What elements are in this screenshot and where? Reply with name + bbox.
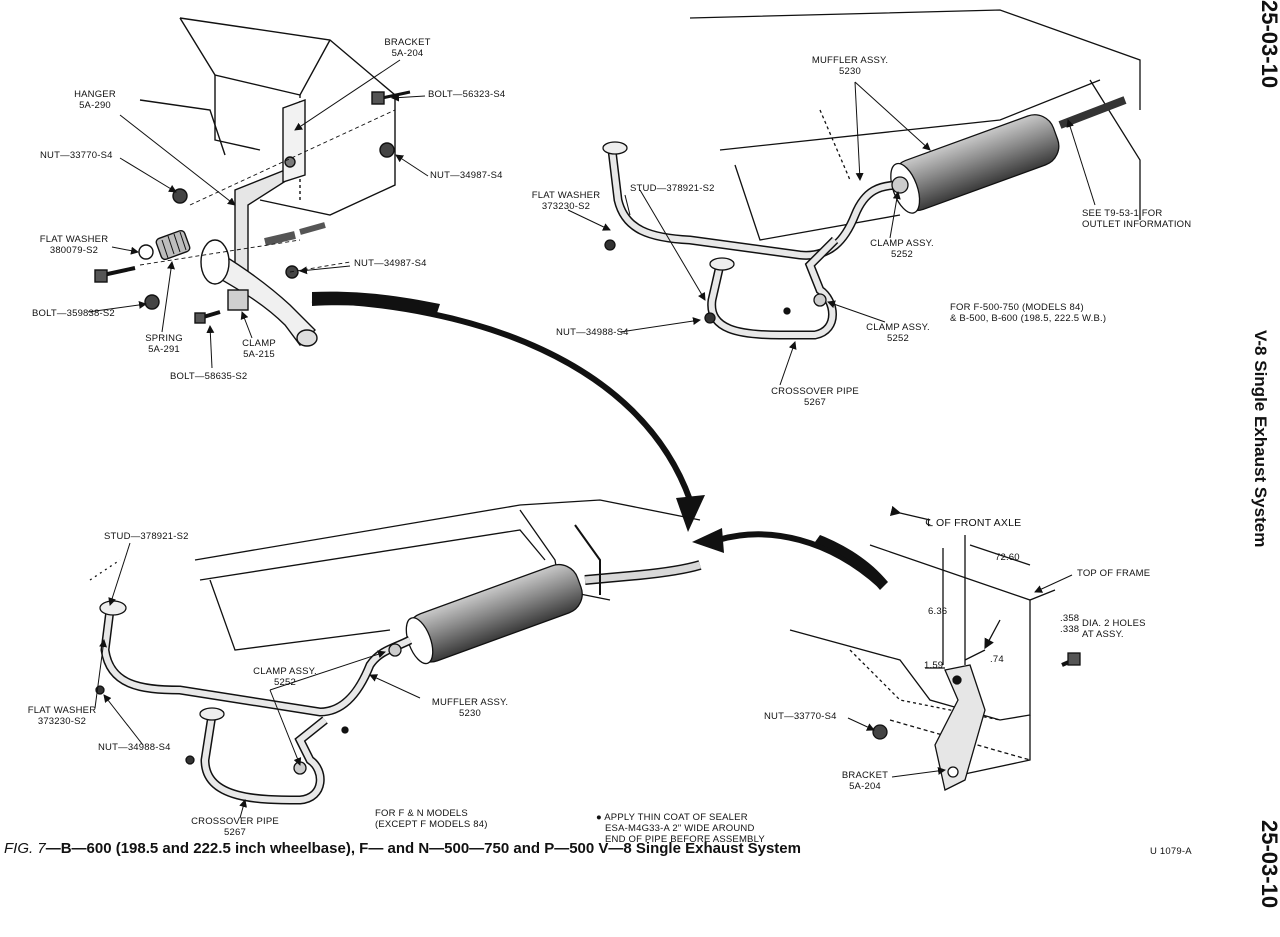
frame-rail-bottom-left: [194, 499, 701, 561]
top-right-system-view: [602, 9, 1141, 340]
tail-pipe-part: [204, 249, 316, 347]
label-dim-72-60: 72.60: [995, 552, 1020, 563]
label-nut-33770: NUT—33770-S4: [40, 150, 113, 161]
leaders-top-right: [567, 81, 1096, 386]
label-stud-top: STUD—378921-S2: [630, 183, 715, 194]
label-muffler-bottom: MUFFLER ASSY.5230: [431, 697, 509, 719]
label-dim-74: .74: [990, 654, 1004, 665]
frame-rail-outline: [179, 17, 396, 216]
label-for-models-top: FOR F-500-750 (MODELS 84)& B-500, B-600 …: [950, 302, 1107, 324]
muffler-assy-top-right: [890, 114, 1060, 214]
label-dim-1-59: 1.59: [924, 660, 944, 671]
label-stud-bottom: STUD—378921-S2: [104, 531, 189, 542]
clamp-part: [227, 289, 249, 311]
bracket-5a-204: [934, 664, 986, 791]
bottom-left-system-view: [89, 499, 702, 805]
bracket-dimension-view: [789, 505, 1081, 791]
label-clamp-top-1: CLAMP ASSY.5252: [870, 238, 934, 260]
leaders-bottom-left: [94, 542, 421, 819]
label-bolt-58635: BOLT—58635-S2: [170, 371, 248, 382]
hanger-detail-view: [94, 17, 411, 347]
bracket-part: [282, 99, 306, 183]
label-nut-34988-top: NUT—34988-S4: [556, 327, 629, 338]
muffler-assy-bottom-left: [405, 564, 583, 665]
spring-part: [155, 229, 191, 261]
label-dim-358: .358: [1060, 613, 1080, 624]
label-clamp-top-2: CLAMP ASSY.5252: [866, 322, 930, 344]
label-nut-34987-b: NUT—34987-S4: [354, 258, 427, 269]
label-muffler-top: MUFFLER ASSY.5230: [811, 55, 889, 77]
figure-code: U 1079-A: [1150, 846, 1192, 857]
section-title: V-8 Single Exhaust System: [1251, 330, 1270, 548]
label-nut-33770-bottom: NUT—33770-S4: [764, 711, 837, 722]
view-transition-arrows: [311, 291, 888, 590]
leaders-bottom-right: [847, 574, 1073, 778]
label-for-models-bottom: FOR F & N MODELS(EXCEPT F MODELS 84): [375, 808, 488, 830]
page-number-bottom: 25-03-10: [1257, 820, 1280, 909]
page-number-top: 25-03-10: [1257, 0, 1280, 89]
caption-fig-number: FIG. 7: [4, 840, 46, 857]
label-nut-34988-bottom: NUT—34988-S4: [98, 742, 171, 753]
label-front-axle: ℄ OF FRONT AXLE: [926, 517, 1022, 529]
label-dim-6-36: 6.36: [928, 606, 948, 617]
leaders-top-left: [87, 59, 429, 369]
label-bolt-top: BOLT—56323-S4: [428, 89, 506, 100]
figure-caption: FIG. 7—B—600 (198.5 and 222.5 inch wheel…: [4, 840, 904, 857]
label-nut-34987-a: NUT—34987-S4: [430, 170, 503, 181]
frame-top-outline: [869, 544, 1056, 601]
frame-rail-top-right: [689, 9, 1141, 110]
inlet-pipe-top-right: [607, 149, 901, 260]
inlet-pipe-bottom-left: [100, 609, 413, 717]
label-top-of-frame: TOP OF FRAME: [1077, 568, 1151, 579]
label-sealer-note: ● APPLY THIN COAT OF SEALER ESA-M4G33-A …: [596, 812, 765, 845]
caption-text: —B—600 (198.5 and 222.5 inch wheelbase),…: [45, 840, 801, 857]
label-clamp-bottom: CLAMP ASSY.5252: [253, 666, 317, 688]
label-dim-338: .338: [1060, 624, 1080, 635]
label-bolt-359838: BOLT—359838-S2: [32, 308, 115, 319]
